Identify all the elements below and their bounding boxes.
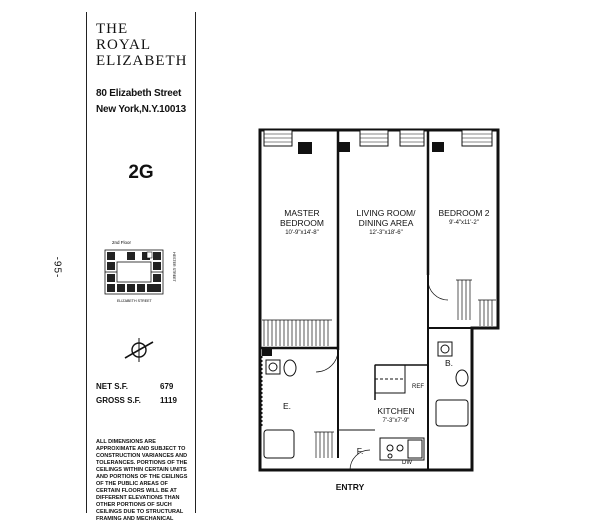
dw-mark: DW (402, 460, 412, 466)
key-plan-street-bottom: ELIZABETH STREET (117, 299, 153, 303)
key-plan: 2nd Floor ELIZABETH STREET HESTER STREET (104, 240, 176, 303)
room-kitchen-name: KITCHEN (377, 406, 415, 416)
info-panel: THE ROYAL ELIZABETH 80 Elizabeth Street … (86, 12, 196, 522)
room-living-dim: 12'-3"x18'-6" (369, 230, 403, 236)
key-plan-floor-label: 2nd Floor (112, 240, 132, 245)
building-name-line-3: ELIZABETH (96, 53, 188, 69)
room-master-bedroom: MASTER BEDROOM 10'-9"x14'-8" (272, 208, 332, 238)
floor-plan-drawing (258, 128, 500, 472)
ref-mark: REF (412, 384, 424, 390)
gross-sf-row: GROSS S.F. 1119 (96, 396, 177, 405)
building-name-line-2: ROYAL (96, 37, 152, 53)
room-living-dining: LIVING ROOM/ DINING AREA 12'-3"x18'-6" (348, 208, 424, 238)
room-living-name-2: DINING AREA (358, 218, 414, 228)
net-sf-row: NET S.F. 679 (96, 382, 173, 391)
address-city: New York,N.Y.10013 (96, 104, 186, 115)
room-bed2-dim: 9'-4"x11'-2" (449, 220, 479, 226)
net-sf-label: NET S.F. (96, 382, 129, 391)
room-master-dim: 10'-9"x14'-8" (285, 230, 319, 236)
unit-number: 2G (128, 162, 154, 183)
room-kitchen-dim: 7'-3"x7'-9" (382, 418, 410, 424)
gross-sf-label: GROSS S.F. (96, 396, 141, 405)
net-sf-value: 679 (160, 382, 174, 391)
floor-plan: MASTER BEDROOM 10'-9"x14'-8" LIVING ROOM… (250, 120, 600, 500)
disclaimer-text: ALL DIMENSIONS ARE APPROXIMATE AND SUBJE… (96, 439, 188, 522)
room-living-name-1: LIVING ROOM/ (356, 208, 416, 218)
room-kitchen: KITCHEN 7'-3"x7'-9" (368, 406, 424, 426)
building-name-line-1: THE (96, 21, 129, 37)
address-street: 80 Elizabeth Street (96, 88, 182, 99)
gross-sf-value: 1119 (160, 396, 177, 405)
room-bedroom-2: BEDROOM 2 9'-4"x11'-2" (434, 208, 494, 228)
bath-b-mark: B. (444, 358, 454, 368)
north-arrow-icon (124, 338, 154, 362)
room-master-name-1: MASTER (284, 208, 320, 218)
page-number: -95- (51, 256, 63, 279)
key-plan-street-right: HESTER STREET (172, 252, 176, 283)
room-bed2-name: BEDROOM 2 (438, 208, 490, 218)
foyer-mark: F. (356, 446, 364, 456)
room-master-name-2: BEDROOM (280, 218, 324, 228)
entry-label: ENTRY (335, 482, 365, 492)
bath-e-mark: E. (282, 401, 292, 411)
